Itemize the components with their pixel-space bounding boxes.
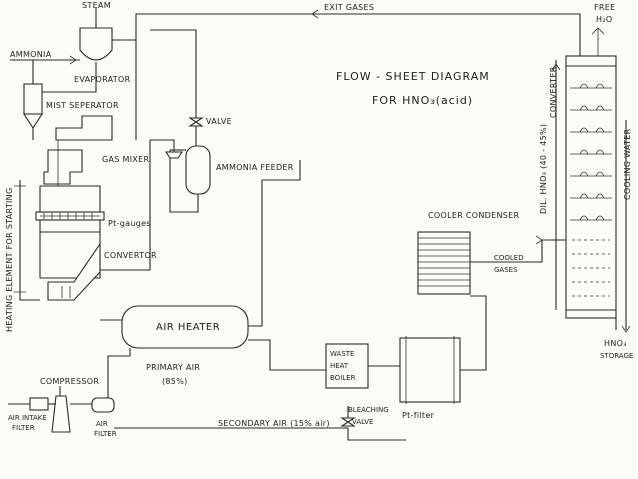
label-waste: WASTE (330, 350, 354, 358)
label-boiler: BOILER (330, 374, 356, 382)
label-heat: HEAT (330, 362, 349, 370)
air-heater (100, 160, 326, 370)
label-bleaching-valve: VALVE (352, 418, 373, 426)
pt-filter (400, 296, 486, 404)
label-free: FREE (594, 3, 615, 12)
label-air-intake: AIR INTAKE (8, 414, 47, 422)
label-pt-filter: Pt-filter (402, 411, 435, 420)
absorption-converter (552, 28, 630, 332)
label-storage: STORAGE (600, 352, 633, 360)
label-secondary-air: SECONDARY AIR (15% air) (218, 419, 330, 428)
label-evaporator: EVAPORATOR (74, 75, 131, 84)
convertor (36, 116, 112, 300)
label-converter: CONVERTER (549, 66, 558, 118)
label-hno3: HNO₃ (604, 339, 627, 348)
heating-element (14, 180, 40, 300)
exit-gases-line (136, 10, 580, 50)
compressor (52, 386, 70, 432)
label-air-filter-2: FILTER (94, 430, 117, 438)
label-primary-air: PRIMARY AIR (146, 363, 200, 372)
label-cooler-condenser: COOLER CONDENSER (428, 211, 519, 220)
label-valve: VALVE (206, 117, 232, 126)
label-convertor: CONVERTOR (104, 251, 157, 260)
air-intake-filter (8, 398, 56, 410)
label-cooled: COOLED (494, 254, 524, 262)
air-filter (70, 398, 114, 412)
label-free-h2o: H₂O (596, 15, 612, 24)
evaporator (10, 8, 136, 82)
primary-air-line (88, 348, 130, 404)
label-compressor: COMPRESSOR (40, 377, 99, 386)
label-heating-element: HEATING ELEMENT FOR STARTING (5, 188, 14, 332)
label-bleaching: BLEACHING (348, 406, 389, 414)
ammonia-feed-pipe (136, 30, 202, 150)
label-exit-gases: EXIT GASES (324, 3, 374, 12)
label-cooling-water: COOLING WATER (623, 128, 632, 200)
label-primary-air-pct: (85%) (162, 377, 188, 386)
label-air-heater: AIR HEATER (156, 322, 220, 333)
label-air-intake-filter: FILTER (12, 424, 35, 432)
cooler-condenser (418, 232, 566, 294)
label-dil-hno3: DIL. HNO₃ (40 - 45%) (539, 124, 548, 214)
label-gases: GASES (494, 266, 518, 274)
diagram-title-line-2: FOR HNO₃(acid) (372, 94, 473, 107)
label-mist-separator: MIST SEPERATOR (46, 101, 119, 110)
label-air-filter: AIR (96, 420, 108, 428)
diagram-title-line-1: FLOW - SHEET DIAGRAM (336, 70, 490, 83)
label-ammonia-feeder: AMMONIA FEEDER (216, 163, 294, 172)
label-ammonia: AMMONIA (10, 50, 52, 59)
label-pt-gauges: Pt-gauges (108, 219, 151, 228)
label-gas-mixer: GAS MIXER (102, 155, 149, 164)
label-steam: STEAM (82, 1, 111, 10)
